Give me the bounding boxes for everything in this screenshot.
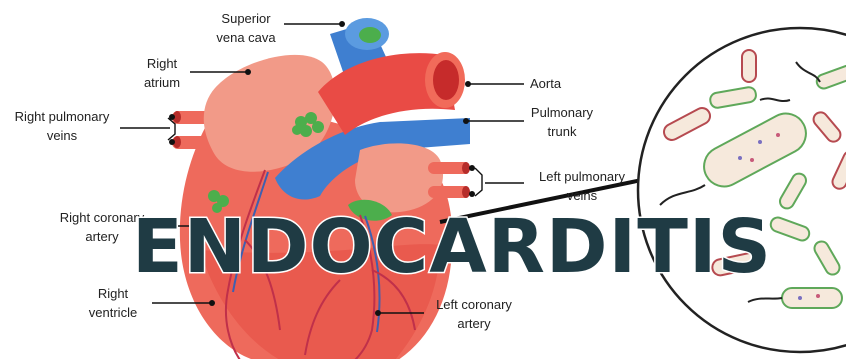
label-right-pulmonary-veins-line2: veins bbox=[47, 128, 78, 143]
label-superior-vena-cava-line2: vena cava bbox=[216, 30, 276, 45]
label-left-pulmonary-veins-line1: Left pulmonary bbox=[539, 169, 625, 184]
label-right-atrium-line1: Right bbox=[147, 56, 178, 71]
label-pulmonary-trunk-line2: trunk bbox=[548, 124, 577, 139]
page-title: ENDOCARDITIS bbox=[132, 204, 772, 290]
heart-illustration bbox=[172, 18, 470, 359]
label-left-coronary-artery-line2: artery bbox=[457, 316, 491, 331]
bacterium bbox=[742, 50, 756, 82]
label-left-coronary-artery-line1: Left coronary bbox=[436, 297, 512, 312]
label-aorta: Aorta bbox=[530, 76, 562, 91]
label-superior-vena-cava-line1: Superior bbox=[221, 11, 271, 26]
label-left-pulmonary-veins-line2: veins bbox=[567, 188, 598, 203]
label-right-coronary-artery-line2: artery bbox=[85, 229, 119, 244]
bacterium bbox=[782, 288, 842, 308]
label-right-pulmonary-veins-line1: Right pulmonary bbox=[15, 109, 110, 124]
label-right-ventricle-line1: Right bbox=[98, 286, 129, 301]
label-right-atrium-line2: atrium bbox=[144, 75, 180, 90]
label-pulmonary-trunk-line1: Pulmonary bbox=[531, 105, 594, 120]
magnified-view bbox=[638, 28, 846, 352]
label-right-ventricle-line2: ventricle bbox=[89, 305, 137, 320]
